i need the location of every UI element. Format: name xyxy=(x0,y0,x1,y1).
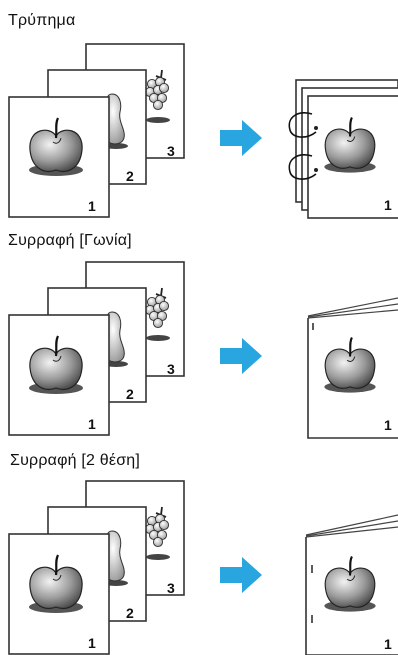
result-document-punch: 1 xyxy=(288,79,398,219)
sheet-edges xyxy=(307,297,398,319)
apple-icon xyxy=(324,556,376,612)
page-number-2: 2 xyxy=(126,605,134,621)
apple-icon xyxy=(324,337,376,393)
page-number-3: 3 xyxy=(167,580,175,596)
apple-icon xyxy=(324,117,376,173)
arrow-right-icon xyxy=(220,338,262,374)
result-page-number: 1 xyxy=(384,197,392,213)
section-title-staple-two-position: Συρραφή [2 θέση] xyxy=(10,452,141,469)
result-page-number: 1 xyxy=(384,417,392,433)
source-page-stack: 3 2 1 xyxy=(8,261,185,436)
arrow-right-icon xyxy=(220,557,262,593)
result-document-staple-corner: 1 xyxy=(307,297,398,439)
result-sheet-front xyxy=(307,95,398,219)
pear-icon xyxy=(104,311,128,367)
ring-binding-icon xyxy=(288,112,318,180)
sheet-edges xyxy=(305,514,398,538)
source-page-stack: 3 2 1 xyxy=(8,480,185,655)
apple-icon xyxy=(29,554,83,613)
apple-icon xyxy=(29,335,83,394)
section-title-punch: Τρύπημα xyxy=(8,12,76,29)
arrow-right-icon xyxy=(220,120,262,156)
grapes-icon xyxy=(144,506,170,560)
section-title-staple-corner: Συρραφή [Γωνία] xyxy=(8,232,132,249)
grapes-icon xyxy=(144,69,170,123)
page-number-3: 3 xyxy=(167,143,175,159)
page-number-1: 1 xyxy=(88,416,96,432)
page-number-1: 1 xyxy=(88,635,96,651)
source-page-stack: 3 2 1 xyxy=(8,43,185,218)
pear-icon xyxy=(104,93,128,149)
page-number-2: 2 xyxy=(126,386,134,402)
pear-icon xyxy=(104,530,128,586)
grapes-icon xyxy=(144,287,170,341)
page-number-3: 3 xyxy=(167,361,175,377)
result-page-number: 1 xyxy=(384,636,392,652)
apple-icon xyxy=(29,117,83,176)
result-document-staple-two-position: 1 xyxy=(305,514,398,655)
page-number-2: 2 xyxy=(126,168,134,184)
page-number-1: 1 xyxy=(88,198,96,214)
